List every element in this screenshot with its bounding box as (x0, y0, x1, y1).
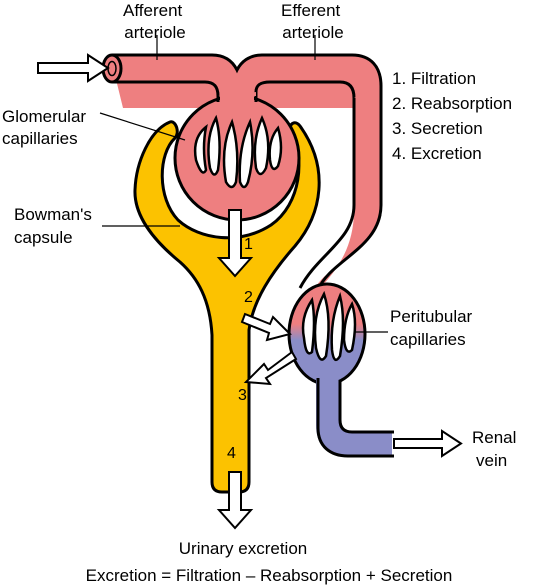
peritubular-label: Peritubular capillaries (390, 307, 477, 349)
renal-vein-label: Renal vein (472, 428, 521, 470)
glomerular-leader (99, 112, 186, 141)
process-item: 4. Excretion (392, 144, 482, 163)
bowman-label: Bowman's capsule (14, 205, 97, 247)
efferent-label: Efferent arteriole (281, 1, 345, 42)
urinary-excretion-label: Urinary excretion (179, 539, 308, 558)
bowmans-capsule (133, 120, 321, 494)
peritubular-capillaries (287, 282, 367, 386)
step-number-4: 4 (227, 445, 236, 462)
process-list: 1. Filtration 2. Reabsorption 3. Secreti… (392, 69, 512, 163)
step-number-3: 3 (238, 387, 247, 404)
equation-label: Excretion = Filtration – Reabsorption + … (86, 566, 453, 585)
afferent-label: Afferent arteriole (123, 1, 187, 42)
step-number-2: 2 (244, 289, 253, 306)
inflow-arrow (37, 53, 110, 83)
filtration-arrow (216, 209, 254, 278)
efferent-arteriole (300, 86, 381, 316)
glomerular-label: Glomerular capillaries (2, 107, 91, 148)
secretion-arrow (243, 350, 298, 386)
excretion-arrow (216, 471, 254, 530)
reabsorption-arrow (240, 312, 292, 342)
process-item: 1. Filtration (392, 69, 476, 88)
renal-vein-vessel (316, 378, 392, 455)
step-number-1: 1 (244, 236, 253, 253)
process-item: 3. Secretion (392, 119, 483, 138)
glomerulus (173, 92, 301, 222)
renal-vein-arrow (393, 429, 463, 458)
afferent-arteriole (101, 53, 383, 108)
process-item: 2. Reabsorption (392, 94, 512, 113)
